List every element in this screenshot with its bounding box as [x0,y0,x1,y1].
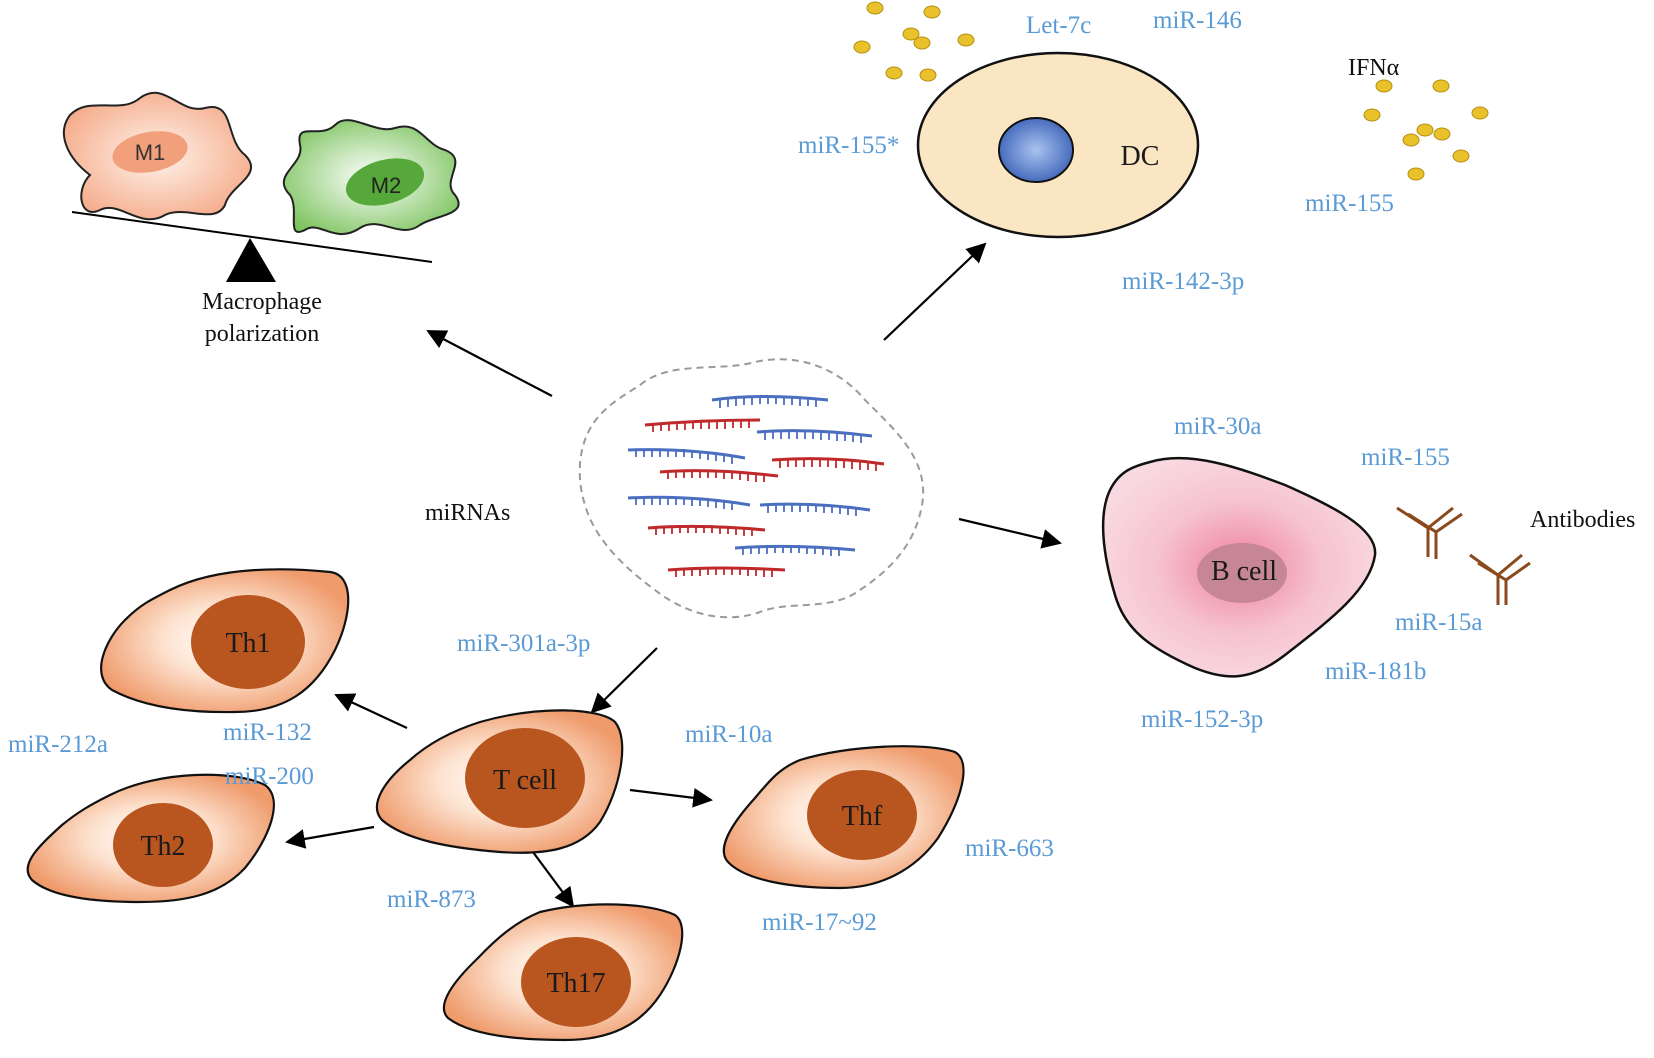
t-cell-nucleus [465,728,585,828]
thf-nucleus [807,770,917,860]
mirna-mir-10a: miR-10a [685,721,773,748]
dc-label: DC [1121,141,1160,172]
mirna-mir-30a: miR-30a [1174,413,1262,440]
macrophage-group: M1 M2 Macrophage polarization [63,91,460,347]
rna-strand-red-4 [647,524,766,536]
arrow-to-t-cell [590,647,658,714]
dc-group: DC IFNα Let-7c miR-146 miR-155* miR-155 [798,1,1489,295]
mirna-let-7c: Let-7c [1026,12,1091,39]
arrow-to-b-cell [958,517,1062,549]
th2-nucleus [113,803,213,887]
mirna-mir-155-dc: miR-155 [1305,190,1394,217]
mirna-mir-152-3p: miR-152-3p [1141,706,1263,733]
b-cell-group: B cell Antibodies miR-30a miR-155 miR-15… [1101,413,1635,733]
mirna-mir-155-star: miR-155* [798,132,899,159]
arrow-to-th17 [529,847,575,908]
mirna-mir-146: miR-146 [1153,7,1242,34]
antibodies-label: Antibodies [1530,507,1635,533]
arrow-to-th1 [334,693,408,729]
th1-label: Th1 [225,628,270,659]
rna-strand-blue-5 [759,502,871,516]
ifn-alpha-label: IFNα [1348,55,1400,81]
cytokine-dots-left [853,1,975,82]
arrow-to-dc [883,242,987,341]
mirna-mir-17-92: miR-17~92 [762,909,877,936]
arrow-to-thf [629,787,713,808]
b-cell-label: B cell [1211,556,1277,587]
antibody-icon [1469,553,1531,605]
antibody-icon [1396,506,1463,559]
mirna-mir-873: miR-873 [387,886,476,913]
mirna-mir-181b: miR-181b [1325,658,1426,685]
t-cell-group: Th1 Th2 T cell Thf Th17 miR-301a-3p miR-… [8,568,1054,1042]
mirna-mir-142-3p: miR-142-3p [1122,268,1244,295]
rna-strand-red-3 [659,469,779,482]
m1-nucleus [112,131,188,173]
th1-nucleus [191,595,305,689]
t-cell-label: T cell [493,765,557,796]
mirna-mir-15a: miR-15a [1395,609,1483,636]
rna-strand-blue-3 [627,448,746,464]
b-cell-nucleus [1197,543,1287,603]
balance-beam [71,211,433,263]
macrophage-caption-line1: Macrophage [202,289,322,315]
th2-label: Th2 [140,831,185,862]
mirna-mir-212a: miR-212a [8,731,108,758]
dc-nucleus [998,117,1074,183]
rna-strand-blue-2 [756,429,873,443]
arrow-to-th2 [285,825,375,849]
rna-strand-blue-1 [711,395,829,408]
mirna-mir-200: miR-200 [225,763,314,790]
mirna-mir-301a-3p: miR-301a-3p [457,630,590,657]
thf-label: Thf [842,801,883,832]
th17-label: Th17 [546,968,605,999]
mirnas-center-label: miRNAs [425,500,510,526]
rna-strand-blue-4 [627,495,751,510]
arrows [285,242,1062,908]
mirna-mir-155-bcell: miR-155 [1361,444,1450,471]
mirna-cloud: miRNAs [425,358,925,619]
balance-fulcrum [226,238,276,282]
mirna-mir-132: miR-132 [223,719,312,746]
rna-strand-blue-6 [734,544,856,556]
th17-nucleus [521,937,631,1027]
m1-label: M1 [135,140,166,165]
rna-strand-red-1 [644,418,761,432]
arrow-to-macrophage [426,330,553,397]
rna-strand-red-2 [771,457,885,471]
m2-nucleus [345,158,425,206]
ifn-dots-right [1363,79,1489,181]
macrophage-caption-line2: polarization [205,321,320,347]
rna-strand-red-5 [667,566,786,577]
m2-label: M2 [371,173,402,198]
mirna-mir-663: miR-663 [965,835,1054,862]
